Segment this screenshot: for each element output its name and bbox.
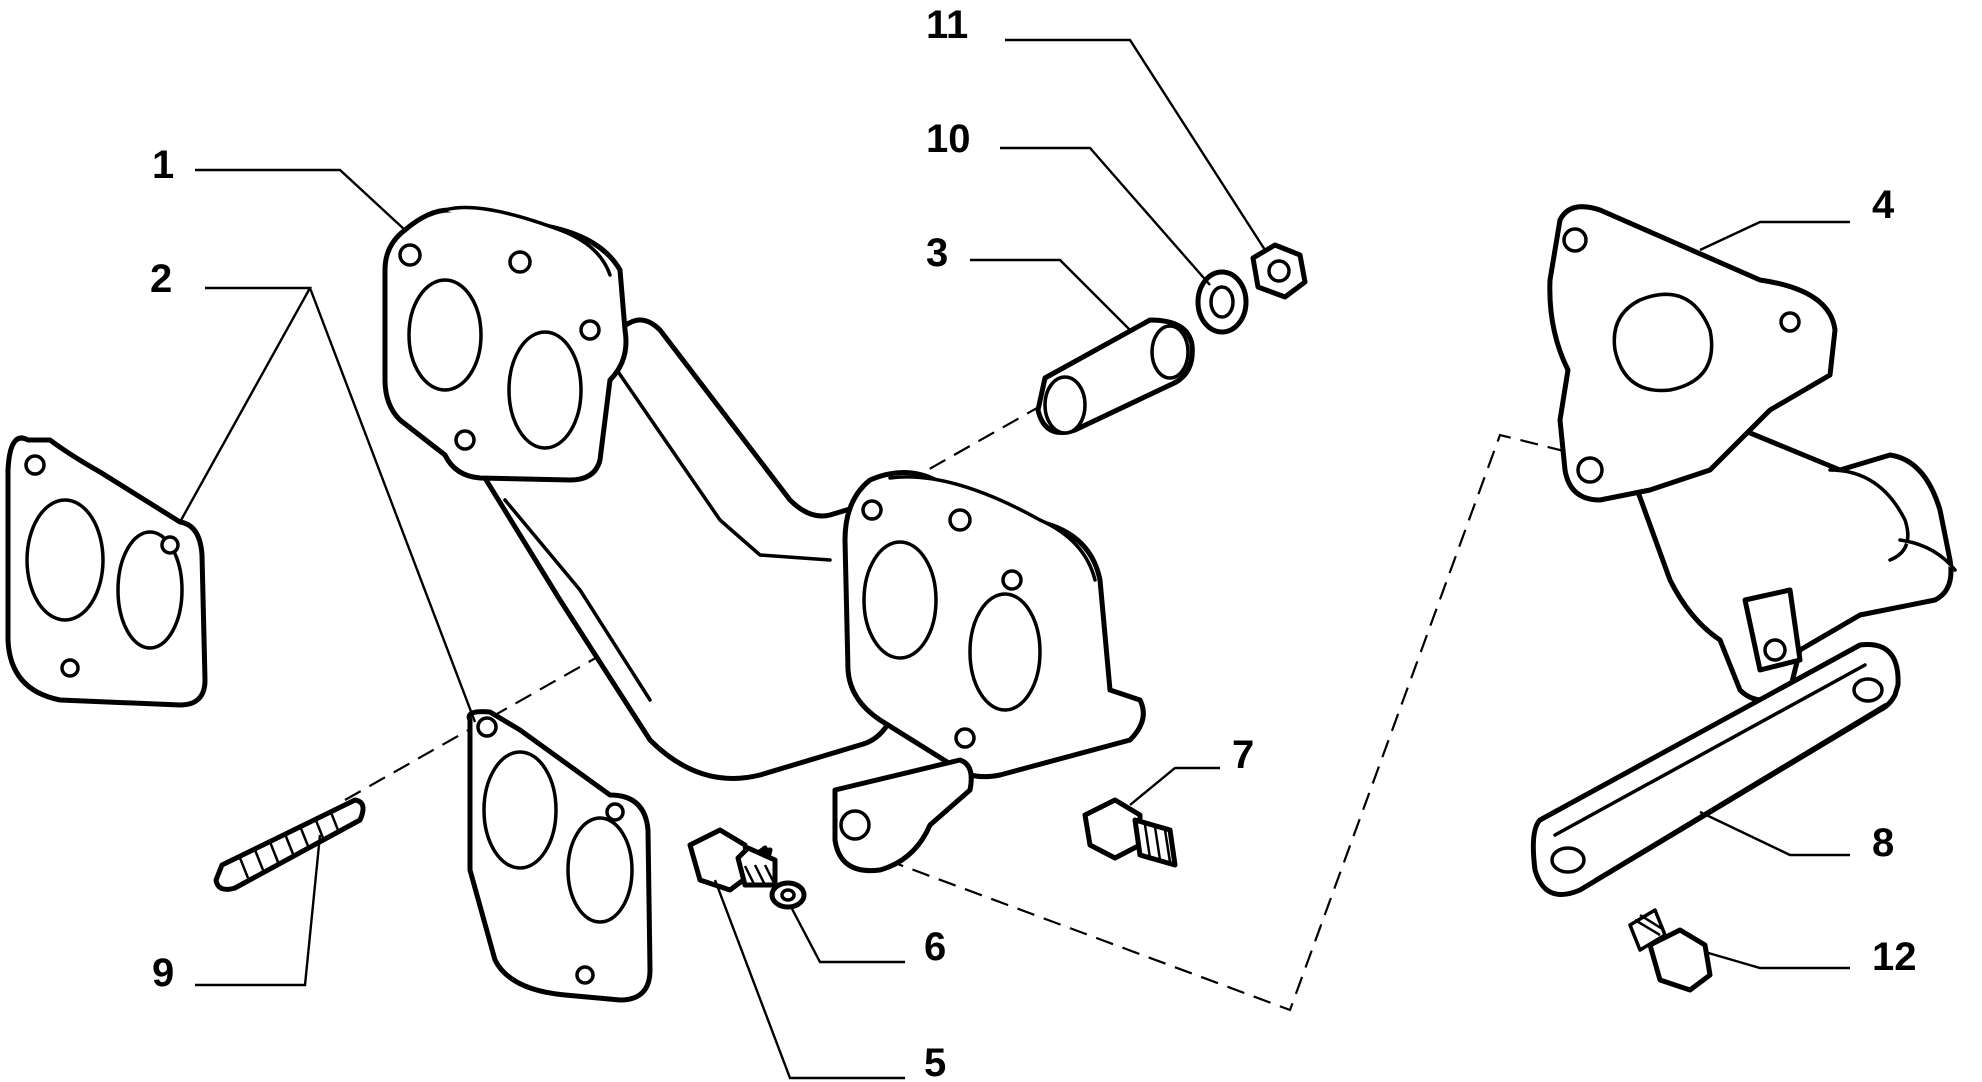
leader-4	[1699, 220, 1850, 252]
leader-12	[1704, 950, 1850, 970]
callout-labels: 1 2 3 4 5 6 7 8 9 10 11 12	[150, 3, 1917, 1082]
hex-nut	[1250, 242, 1308, 300]
leader-6	[788, 904, 905, 964]
callout-1: 1	[152, 143, 174, 187]
callout-5: 5	[924, 1041, 946, 1082]
plain-washer	[769, 880, 807, 910]
callout-6: 6	[924, 925, 946, 969]
callout-10: 10	[926, 117, 971, 161]
spring-washer	[1195, 269, 1249, 335]
flanged-bolt	[1628, 908, 1713, 993]
bracket-path-dashed-line	[859, 433, 1581, 1012]
gasket-center	[466, 709, 653, 1003]
callout-11: 11	[926, 3, 968, 47]
leader-7	[1129, 766, 1220, 806]
callout-3: 3	[926, 231, 948, 275]
downpipe-bracket	[1547, 204, 1957, 703]
spacer-sleeve	[1035, 317, 1195, 435]
hex-bolt-left	[687, 827, 778, 893]
callout-12: 12	[1872, 935, 1917, 979]
threaded-stud	[213, 797, 366, 892]
leader-2a	[178, 286, 313, 523]
leader-2b	[308, 287, 477, 723]
callout-4: 4	[1872, 183, 1895, 227]
stud-axis-dashed-line	[344, 394, 1061, 801]
leader-5	[713, 879, 905, 1080]
leader-8	[1699, 810, 1850, 857]
callout-9: 9	[152, 951, 174, 995]
callout-2: 2	[150, 257, 172, 301]
leader-10	[1000, 146, 1211, 286]
leader-1	[195, 168, 406, 231]
gasket-left	[5, 435, 208, 708]
leader-9	[195, 834, 322, 987]
leader-11	[1005, 38, 1267, 251]
exhaust-manifold	[382, 205, 1146, 874]
leader-3	[970, 258, 1131, 331]
hex-bolt-right	[1082, 797, 1178, 868]
support-strap	[1530, 642, 1901, 897]
callout-8: 8	[1872, 821, 1894, 865]
callout-7: 7	[1232, 733, 1254, 777]
leader-lines	[178, 38, 1850, 1080]
assembly-lines	[344, 394, 1581, 1012]
